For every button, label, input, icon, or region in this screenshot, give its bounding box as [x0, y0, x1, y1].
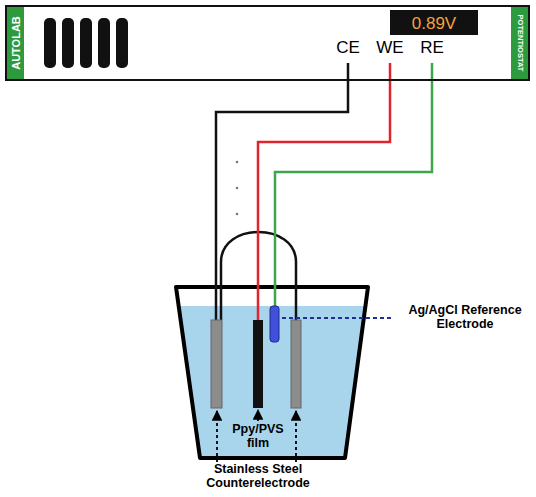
working-electrode — [253, 320, 263, 408]
voltage-display: 0.89V — [390, 10, 478, 35]
terminal-label: CE — [336, 39, 360, 56]
potentiostat-box: AUTOLAB 0.89V POTENTIOSTAT CE WE RE — [5, 5, 530, 81]
electrode-label: Ag/AgCl Reference Electrode — [398, 303, 532, 332]
brand-band: POTENTIOSTAT — [511, 7, 528, 79]
pointer-arrow — [295, 411, 297, 462]
beaker — [176, 287, 368, 458]
electrode-label: Ppy/PVS film — [226, 422, 290, 451]
terminal-label: WE — [376, 39, 403, 56]
we-wire — [258, 63, 390, 320]
reference-electrode — [270, 306, 279, 342]
terminal-label: RE — [420, 39, 444, 56]
pointer-arrow — [216, 411, 218, 462]
leader-line — [282, 317, 394, 319]
pointer-arrow — [257, 410, 259, 421]
counter-electrode — [211, 320, 222, 408]
display-bars — [44, 18, 128, 68]
voltage-readout: 0.89V — [412, 14, 456, 31]
device-label: POTENTIOSTAT — [516, 15, 524, 72]
electrode-label: Stainless Steel Counterelectrode — [178, 462, 338, 491]
re-wire — [275, 63, 432, 306]
brand-label: AUTOLAB — [10, 16, 21, 70]
ce-wire — [216, 63, 348, 320]
electrolyte — [179, 306, 366, 458]
counter-electrode — [291, 320, 301, 408]
brand-band: AUTOLAB — [7, 7, 24, 79]
dots — [236, 161, 239, 216]
